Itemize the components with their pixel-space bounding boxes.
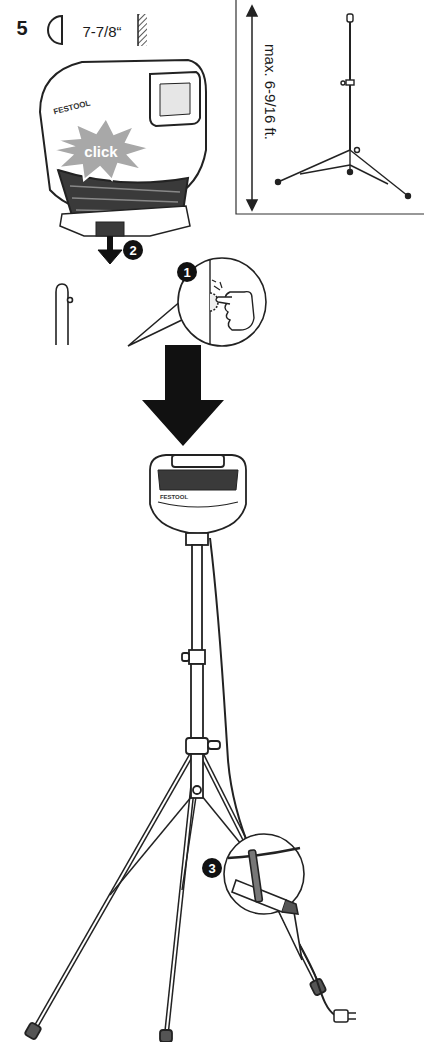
wall-edge xyxy=(137,14,139,46)
work-light-mounted xyxy=(150,455,246,545)
power-cable xyxy=(210,538,336,1016)
click-burst xyxy=(52,118,150,180)
height-arrow xyxy=(247,6,257,210)
callout-circle xyxy=(202,858,222,878)
wall-symbol xyxy=(138,14,147,46)
callout-number: 3 xyxy=(208,862,215,875)
inset-tripod xyxy=(276,14,411,199)
power-plug xyxy=(334,1010,356,1022)
step-arrow xyxy=(142,345,224,446)
callout-number: 2 xyxy=(129,244,136,257)
detail-bubble xyxy=(128,258,266,346)
work-light-head xyxy=(40,60,206,236)
detail-bubble xyxy=(224,834,304,960)
brand-mark: FESTOOL xyxy=(160,494,188,500)
distance-dimension: 7-7/8“ xyxy=(82,24,121,39)
inset-frame xyxy=(236,0,424,214)
height-dimension: max. 6-9/16 ft. xyxy=(263,44,278,140)
tripod xyxy=(24,545,326,1042)
callout-circle xyxy=(123,240,143,260)
click-text: click xyxy=(84,144,117,159)
callout-number: 1 xyxy=(183,266,190,279)
step-number: 5 xyxy=(16,18,27,38)
callout-circle xyxy=(177,262,197,282)
distance-symbol xyxy=(48,16,62,44)
pole-top xyxy=(56,284,73,345)
push-arrow xyxy=(98,236,122,264)
